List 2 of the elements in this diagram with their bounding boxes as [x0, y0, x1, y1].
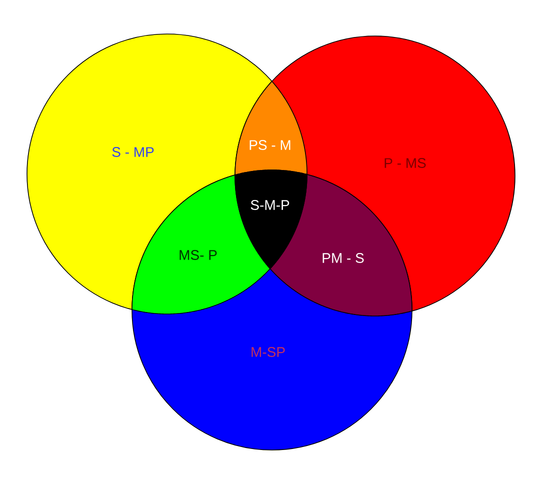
- venn-region: S-M-P: [234, 170, 308, 269]
- venn-region: PS - M: [234, 81, 308, 176]
